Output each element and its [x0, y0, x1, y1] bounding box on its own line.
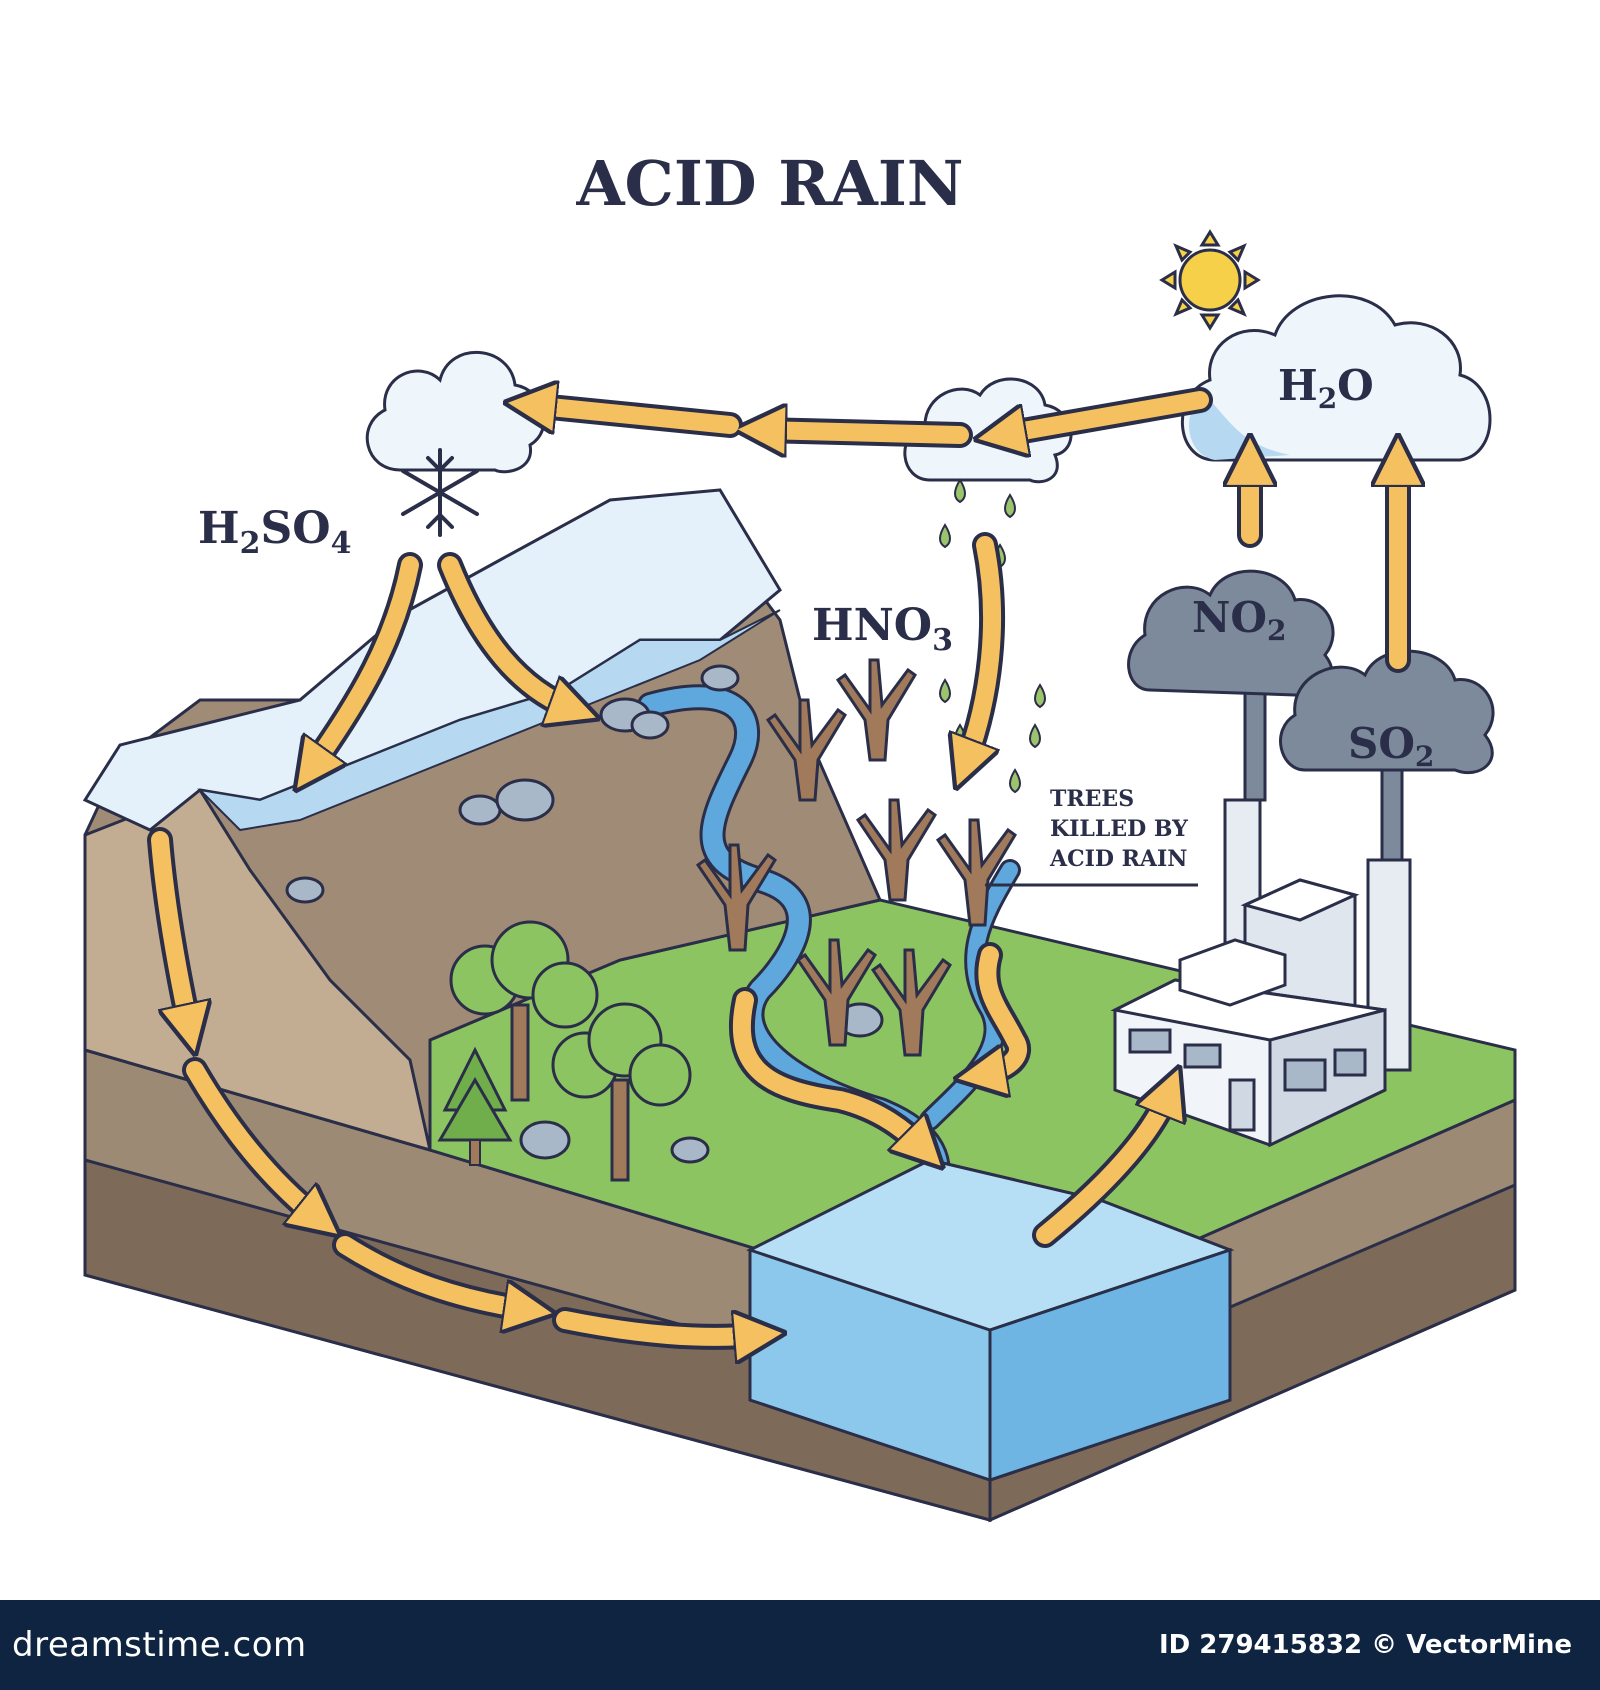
flow-arrows: [147, 400, 1398, 1337]
h2so4-cloud: [365, 351, 546, 474]
label-so2: SO2: [1348, 719, 1434, 773]
dead-trees: [695, 658, 1017, 1057]
healthy-trees: [437, 920, 692, 1182]
label-h2o: H2O: [1278, 361, 1374, 415]
label-no2: NO2: [1192, 593, 1286, 647]
footer-copyright: © VectorMine: [1371, 1630, 1572, 1660]
acid-rain-diagram: ACID RAIN: [82, 147, 1517, 1523]
callout-line-2: KILLED BY: [1050, 816, 1188, 842]
snowflake-icon: [401, 448, 479, 537]
lake: [746, 1158, 1235, 1483]
diagram-title: ACID RAIN: [575, 147, 963, 220]
callout-line-1: TREES: [1050, 786, 1134, 812]
label-hno3: HNO3: [812, 600, 953, 658]
callout-line-3: ACID RAIN: [1049, 846, 1187, 872]
pollution-clouds: [1127, 569, 1495, 775]
rocks: [285, 664, 884, 1164]
footer-meta: ID 279415832 © VectorMine: [1159, 1630, 1572, 1660]
footer-brand[interactable]: dreamstime.com: [12, 1625, 307, 1665]
footer-bar: dreamstime.com ID 279415832 © VectorMine: [0, 1600, 1600, 1690]
label-h2so4: H2SO4: [198, 503, 351, 561]
so2-cloud: [1279, 649, 1495, 775]
no2-cloud: [1127, 569, 1335, 699]
sun-icon: [1159, 229, 1261, 331]
dead-trees-callout: TREES KILLED BY ACID RAIN: [985, 786, 1198, 887]
footer-image-id: ID 279415832: [1158, 1630, 1363, 1660]
